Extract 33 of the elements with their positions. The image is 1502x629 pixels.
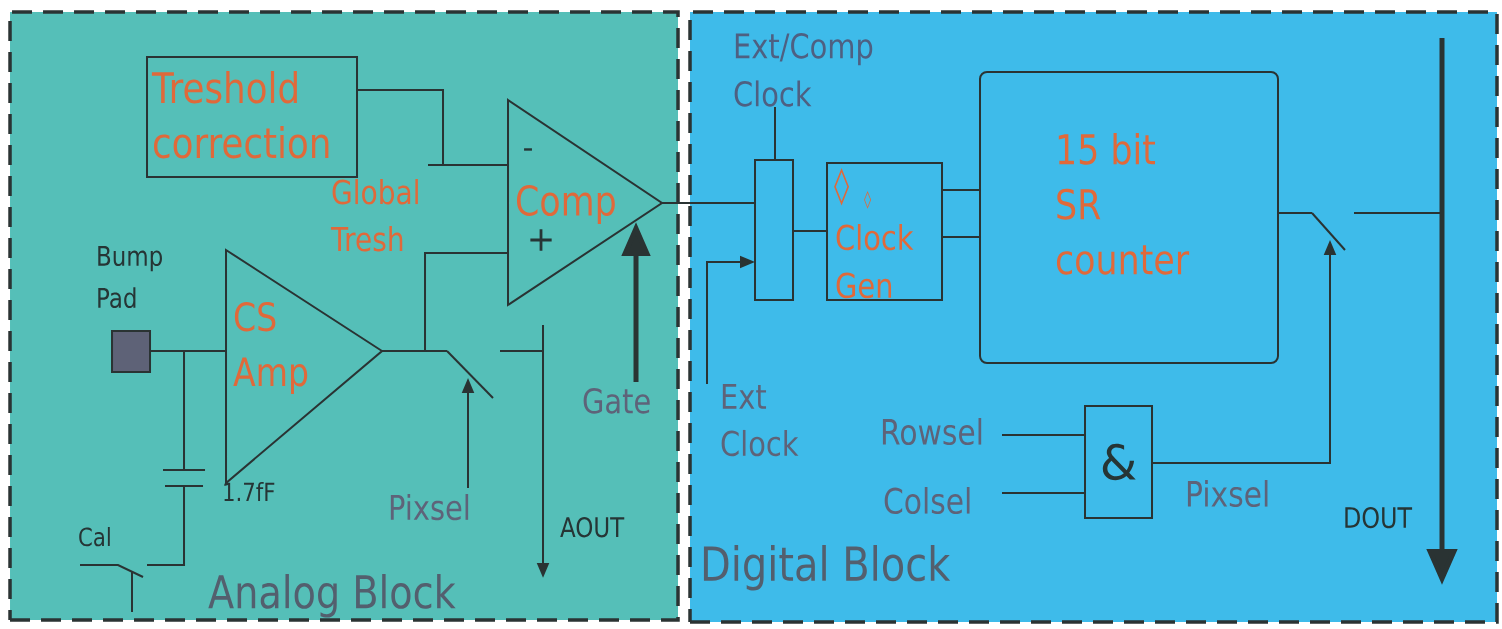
signal-label: Pixsel [390, 494, 469, 521]
signal-label: Gate [583, 388, 650, 414]
signal-label: Ext Clock [721, 384, 799, 457]
wire [792, 230, 828, 232]
wire [774, 106, 776, 161]
counter-box: 15 bit SR counter [979, 71, 1279, 364]
wire [356, 89, 509, 166]
wire [661, 202, 756, 204]
switch-symbol [446, 350, 516, 399]
pad-label: Bump Pad [98, 246, 162, 309]
wire [1369, 212, 1441, 214]
process-box: Treshold correction [146, 56, 358, 178]
signal-label: Rowsel [882, 418, 982, 446]
signal-label: AOUT [560, 517, 625, 538]
capacitor-symbol [162, 469, 206, 487]
wire [1001, 492, 1086, 494]
wire [941, 189, 981, 191]
wire [1001, 434, 1086, 436]
wire [941, 236, 981, 238]
wire [1277, 212, 1313, 214]
switch-symbol [1311, 212, 1371, 251]
process-box: ◊ ◊ Clock Gen [826, 162, 943, 301]
wire [381, 252, 509, 352]
signal-label: DOUT [1345, 507, 1413, 529]
switch-symbol [79, 564, 144, 613]
signal-label: Cal [79, 527, 110, 547]
and-gate: & [1084, 405, 1153, 519]
wire [149, 350, 185, 471]
signal-label: Colsel [884, 487, 970, 515]
edge-label: Pixsel [1187, 480, 1268, 508]
wire [146, 485, 185, 566]
signal-label: Ext/Comp Clock [734, 33, 873, 107]
mux-box [754, 159, 794, 301]
